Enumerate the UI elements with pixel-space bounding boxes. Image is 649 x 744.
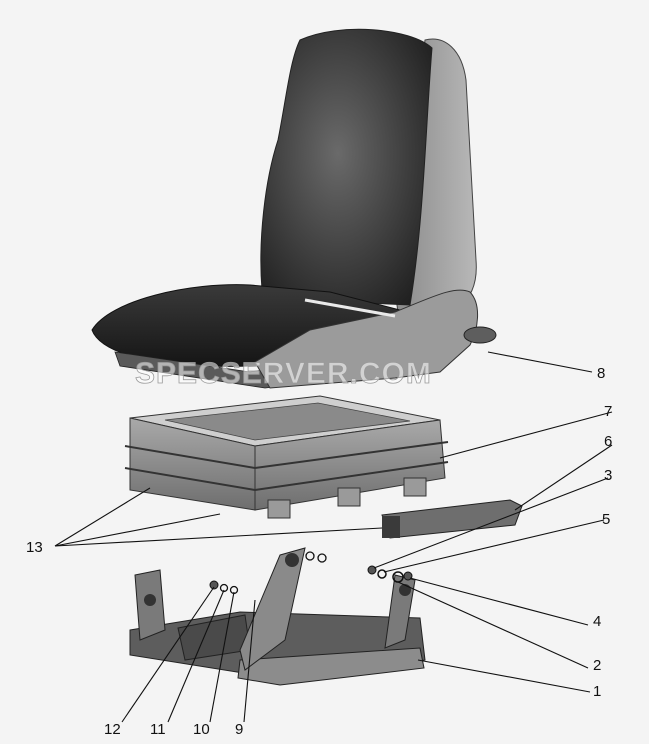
leader-7 [439,411,613,459]
leader-1 [417,659,591,693]
callout-9: 9 [235,721,243,738]
leader-13c [54,527,383,547]
callout-11: 11 [150,721,166,738]
leader-5 [383,519,605,573]
seat-seam [304,298,396,318]
mounting-bracket [381,499,523,539]
callout-6: 6 [604,433,612,450]
leader-4 [409,577,589,626]
backrest [260,28,433,306]
base-rail [237,647,425,686]
nut-center-b [317,553,327,563]
leader-8 [487,351,593,373]
callout-labels: 8 7 6 3 5 4 2 1 13 12 11 10 9 [26,365,612,738]
leader-13b [54,513,221,547]
leader-lines [54,351,613,723]
scissor-base-mechanism [129,547,426,686]
callout-3: 3 [604,467,612,484]
washer-11 [219,583,229,593]
bellows-foot-right [403,477,427,497]
fasteners [209,551,413,595]
leader-12 [121,586,215,723]
bellows-foot-mid [337,487,361,507]
nut-12 [209,580,219,590]
callout-1: 1 [593,683,601,700]
pivot-pin-right [399,584,411,596]
callout-10: 10 [193,721,210,738]
bellows-inner-opening [164,402,411,441]
callout-8: 8 [597,365,605,382]
center-lever-arm [239,547,306,671]
bellows-fold-1 [124,441,449,470]
leader-13a [54,487,151,547]
nut-4 [403,571,413,581]
watermark-text: SPECSERVER.COM [135,357,432,390]
suspension-bellows [124,395,449,519]
callout-12: 12 [104,721,121,738]
leader-10 [209,591,235,723]
callout-7: 7 [604,403,612,420]
callout-13: 13 [26,539,43,556]
callout-5: 5 [602,511,610,528]
bellows-fold-2 [124,461,449,492]
side-hinge-cover [254,289,478,389]
leader-9 [243,599,256,723]
nut-center-a [305,551,315,561]
bracket-end-block [382,516,400,538]
washer-5 [377,569,387,579]
leader-3 [373,477,609,569]
callout-2: 2 [593,657,601,674]
leader-11 [167,589,225,723]
bellows-side [254,419,446,511]
pivot-pin-left [144,594,156,606]
leader-6 [514,444,613,511]
pivot-pin-center [285,553,299,567]
callout-4: 4 [593,613,601,630]
leader-2 [397,581,589,669]
recline-knob [463,326,497,344]
seat-assembly [91,28,497,389]
bellows-foot-left [267,499,291,519]
